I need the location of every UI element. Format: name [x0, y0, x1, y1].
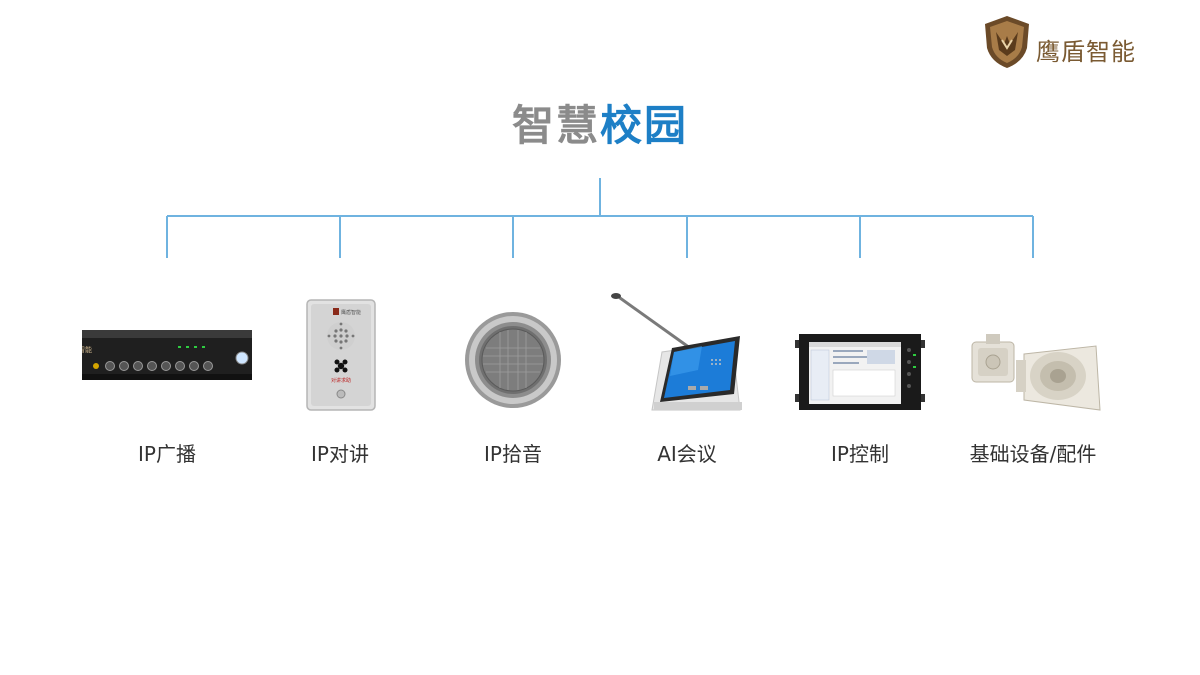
svg-text:对讲求助: 对讲求助: [331, 377, 351, 384]
ceiling-microphone-icon: [465, 312, 561, 408]
title-part-blue: 校园: [600, 101, 689, 150]
title-part-gray: 智慧: [511, 101, 600, 150]
product-label: IP广播: [138, 442, 196, 466]
horn-speaker-icon: [971, 334, 1101, 411]
product-ip-pickup[interactable]: IP拾音: [428, 290, 598, 470]
product-label: IP拾音: [484, 442, 542, 466]
svg-text:鹰盾智能: 鹰盾智能: [82, 345, 92, 354]
svg-text:鹰盾智能: 鹰盾智能: [341, 309, 361, 316]
control-panel-icon: [795, 334, 925, 410]
product-ip-intercom[interactable]: 鹰盾智能 对讲求助 IP对讲: [255, 290, 425, 470]
intercom-panel-icon: 鹰盾智能 对讲求助: [306, 299, 376, 411]
page-title: 智慧校园: [0, 92, 1200, 153]
product-label: AI会议: [657, 442, 717, 466]
broadcast-amplifier-icon: 鹰盾智能: [82, 330, 252, 380]
product-label: IP对讲: [311, 442, 369, 466]
product-label: IP控制: [831, 442, 889, 466]
product-ip-control[interactable]: IP控制: [775, 290, 945, 470]
brand-name: 鹰盾智能: [1036, 38, 1136, 66]
product-ip-broadcast[interactable]: 鹰盾智能 IP广播: [82, 290, 252, 470]
product-label: 基础设备/配件: [969, 442, 1097, 466]
shield-eagle-logo-icon: [985, 16, 1029, 68]
brand-logo: 鹰盾智能: [982, 14, 1172, 74]
product-basic-accessories[interactable]: 基础设备/配件: [948, 290, 1118, 470]
conference-terminal-icon: [611, 293, 742, 411]
product-ai-conference[interactable]: AI会议: [602, 290, 772, 470]
